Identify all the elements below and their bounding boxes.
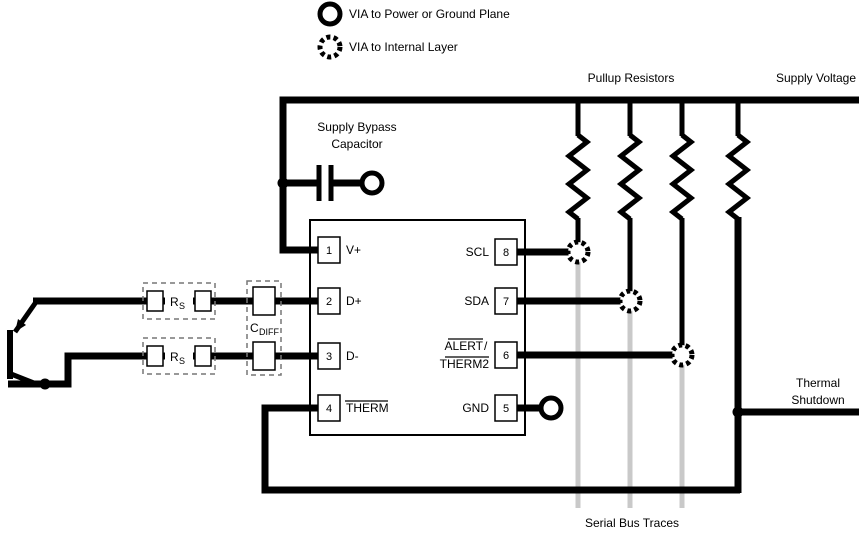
junction-dot-transistor [39,378,51,390]
cdiff-label: C [250,321,259,335]
pin-number-8: 8 [503,247,509,259]
ic-pin-labels: V+ D+ D- THERM SCL SDA ALERT / THERM2 GN… [345,243,489,415]
supply-bypass-label-line1: Supply Bypass [317,120,396,134]
rs-label: R [170,350,179,364]
transistor-base-bar [7,330,13,379]
thermal-shutdown-label-line2: Shutdown [791,393,844,407]
cdiff-label-sub: DIFF [259,327,279,337]
resistor-zigzag [616,133,644,221]
pin-label-sda: SDA [464,294,489,308]
serial-bus-traces [575,252,685,508]
pin-label-scl: SCL [466,245,490,259]
cdiff-pad [252,286,276,316]
pin-number-5: 5 [503,403,509,415]
internal-via-legend-label: VIA to Internal Layer [349,40,458,54]
ic-pins: 1 2 3 4 8 7 6 5 [317,236,518,422]
pin-label-gnd: GND [462,401,489,415]
internal-via-legend-icon [317,34,343,60]
pin-label-alert-slash: / [484,339,488,353]
vias [359,170,695,421]
legend: VIA to Power or Ground Plane VIA to Inte… [317,1,510,60]
supply-rail-wire [279,96,859,254]
resistor-zigzag [564,133,592,221]
alert-via-icon [669,342,695,368]
pin-box-1 [317,236,341,264]
series-resistor-dminus: R S [142,337,216,375]
pin-number-4: 4 [326,403,332,415]
pin-label-vplus: V+ [346,243,361,257]
rs-label-sub: S [179,301,185,311]
pin-number-6: 6 [503,350,509,362]
remote-transistor [7,300,40,388]
rs-pad [146,345,164,367]
pin-number-7: 7 [503,296,509,308]
rs-label-bg [165,348,193,364]
ic-body [309,219,526,436]
pin-box-2 [317,287,341,315]
therm-ground-loop-wire [261,404,740,494]
rs-outline [142,337,216,375]
series-resistor-dplus: R S [142,282,216,320]
rs-outline [142,282,216,320]
pullup-resistor-scl [564,100,592,243]
pin-box-5 [494,394,518,422]
resistor-zigzag [668,133,696,221]
components: R S R S C DIFF [142,236,518,422]
rs-pad [194,290,212,312]
emitter-arrow-icon [15,319,26,332]
gnd-via-icon [538,395,564,421]
transistor-collector-line [10,371,40,388]
pin-label-therm2: THERM2 [440,357,490,371]
pin-label-dplus: D+ [346,294,362,308]
power-via-legend-label: VIA to Power or Ground Plane [349,7,510,21]
pullup-resistor-sda [616,100,644,292]
supply-voltage-label: Supply Voltage [776,71,856,85]
pullup-resistors-label: Pullup Resistors [588,71,675,85]
cdiff-outline [246,280,282,376]
pin-box-4 [317,394,341,422]
pin-label-dminus: D- [346,349,359,363]
serial-bus-traces-label: Serial Bus Traces [585,516,679,530]
sda-via-icon [617,288,643,314]
rs-pad [146,290,164,312]
cdiff-capacitor: C DIFF [246,280,282,376]
resistor-zigzag [724,133,752,221]
rs-pad [194,345,212,367]
pin-box-8 [494,238,518,266]
bypass-ground-via-icon [359,170,385,196]
supply-bypass-label-line2: Capacitor [331,137,382,151]
pin-number-1: 1 [326,245,332,257]
rs-label-bg [165,293,193,309]
cdiff-pad [252,341,276,371]
thermal-shutdown-label-line1: Thermal [796,376,840,390]
junction-dot-thermal [732,406,744,418]
pin-box-7 [494,287,518,315]
annotations: Pullup Resistors Supply Voltage Supply B… [317,71,856,530]
pin-label-alert: ALERT [445,339,484,353]
junction-dot-bypass [277,177,289,189]
pin-box-6 [494,341,518,369]
pullup-resistor-alert [668,100,696,346]
pin-box-3 [317,342,341,370]
power-via-legend-icon [317,1,343,27]
rs-label-sub: S [179,356,185,366]
pin-label-therm: THERM [346,401,389,415]
pin-number-2: 2 [326,296,332,308]
scl-via-icon [565,239,591,265]
rs-label: R [170,295,179,309]
pullup-resistor-therm [724,100,752,493]
pin-number-3: 3 [326,351,332,363]
